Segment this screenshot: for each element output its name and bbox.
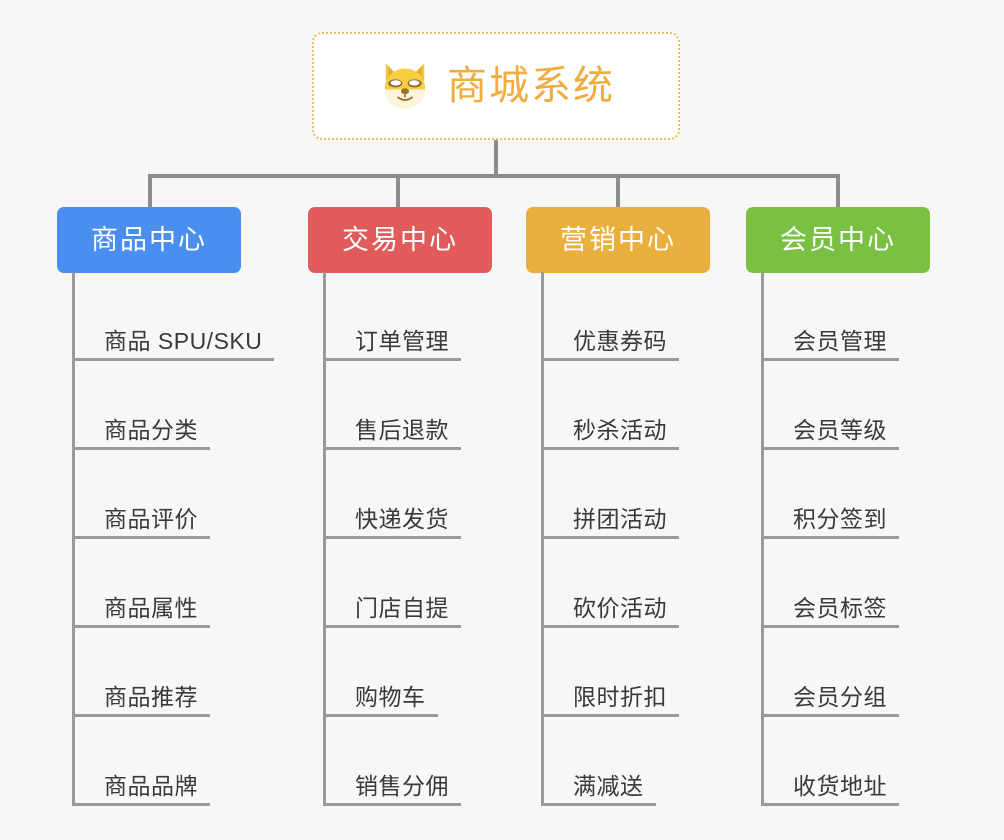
leaf-item[interactable]: 购物车 — [323, 628, 438, 717]
leaf-item-label: 会员分组 — [793, 683, 887, 710]
leaf-underline — [541, 625, 679, 628]
leaf-item-label: 满减送 — [573, 772, 644, 799]
leaf-item-label: 快递发货 — [355, 505, 449, 532]
leaf-item[interactable]: 积分签到 — [761, 450, 899, 539]
leaf-item[interactable]: 满减送 — [541, 717, 656, 806]
branch-header-1[interactable]: 商品中心 — [57, 207, 241, 273]
branch-header-label: 会员中心 — [780, 224, 896, 255]
leaf-underline — [323, 536, 461, 539]
leaf-item[interactable]: 商品评价 — [72, 450, 210, 539]
leaf-item[interactable]: 会员管理 — [761, 272, 899, 361]
leaf-item-label: 秒杀活动 — [573, 416, 667, 443]
leaf-item[interactable]: 限时折扣 — [541, 628, 679, 717]
leaf-underline — [541, 714, 679, 717]
leaf-item[interactable]: 销售分佣 — [323, 717, 461, 806]
leaf-item-label: 会员等级 — [793, 416, 887, 443]
shiba-dog-face-icon — [384, 63, 426, 109]
leaf-underline — [323, 625, 461, 628]
leaf-item-label: 售后退款 — [355, 416, 449, 443]
leaf-underline — [761, 803, 899, 806]
leaf-underline — [761, 536, 899, 539]
leaf-underline — [761, 447, 899, 450]
branch-header-2[interactable]: 交易中心 — [308, 207, 492, 273]
leaf-item[interactable]: 秒杀活动 — [541, 361, 679, 450]
leaf-item[interactable]: 商品 SPU/SKU — [72, 272, 275, 361]
leaf-underline — [72, 536, 210, 539]
leaf-item[interactable]: 优惠券码 — [541, 272, 679, 361]
branch-header-4[interactable]: 会员中心 — [746, 207, 930, 273]
leaf-item[interactable]: 订单管理 — [323, 272, 461, 361]
leaf-item-label: 会员标签 — [793, 594, 887, 621]
leaf-underline — [72, 714, 210, 717]
branch-header-label: 交易中心 — [342, 224, 458, 255]
leaf-item-label: 砍价活动 — [573, 594, 667, 621]
leaf-item-label: 积分签到 — [793, 505, 887, 532]
leaf-item-label: 商品属性 — [104, 594, 198, 621]
leaf-underline — [72, 358, 275, 361]
leaf-underline — [323, 358, 461, 361]
leaf-item[interactable]: 收货地址 — [761, 717, 899, 806]
leaf-underline — [761, 625, 899, 628]
leaf-item-label: 销售分佣 — [355, 772, 449, 799]
branch-stem — [541, 272, 544, 806]
leaf-underline — [541, 803, 656, 806]
leaf-item[interactable]: 商品分类 — [72, 361, 210, 450]
leaf-underline — [323, 447, 461, 450]
leaf-item[interactable]: 快递发货 — [323, 450, 461, 539]
connector-horizontal-bus — [150, 174, 838, 178]
leaf-item-label: 收货地址 — [793, 772, 887, 799]
leaf-item-label: 订单管理 — [355, 327, 449, 354]
branch-header-label: 营销中心 — [560, 224, 676, 255]
leaf-underline — [323, 803, 461, 806]
leaf-underline — [72, 803, 210, 806]
leaf-item[interactable]: 商品属性 — [72, 539, 210, 628]
leaf-item-label: 商品分类 — [104, 416, 198, 443]
branch-header-3[interactable]: 营销中心 — [526, 207, 710, 273]
leaf-item-label: 限时折扣 — [573, 683, 667, 710]
leaf-item-label: 商品评价 — [104, 505, 198, 532]
leaf-item-label: 会员管理 — [793, 327, 887, 354]
branch-stem — [761, 272, 764, 806]
leaf-item[interactable]: 会员标签 — [761, 539, 899, 628]
connector-drop-3 — [616, 174, 620, 208]
connector-root-stem — [494, 140, 498, 176]
leaf-item-label: 拼团活动 — [573, 505, 667, 532]
leaf-underline — [541, 447, 679, 450]
leaf-item-label: 购物车 — [355, 683, 426, 710]
leaf-underline — [761, 714, 899, 717]
leaf-item[interactable]: 会员分组 — [761, 628, 899, 717]
connector-drop-2 — [396, 174, 400, 208]
leaf-item-label: 商品品牌 — [104, 772, 198, 799]
leaf-item[interactable]: 砍价活动 — [541, 539, 679, 628]
leaf-underline — [323, 714, 438, 717]
leaf-item[interactable]: 商品品牌 — [72, 717, 210, 806]
leaf-item-label: 商品 SPU/SKU — [104, 327, 263, 354]
leaf-item[interactable]: 会员等级 — [761, 361, 899, 450]
root-title: 商城系统 — [447, 64, 615, 108]
leaf-underline — [72, 447, 210, 450]
leaf-underline — [541, 536, 679, 539]
connector-drop-4 — [836, 174, 840, 208]
branch-header-label: 商品中心 — [91, 224, 207, 255]
leaf-item[interactable]: 门店自提 — [323, 539, 461, 628]
leaf-item-label: 商品推荐 — [104, 683, 198, 710]
leaf-item-label: 优惠券码 — [573, 327, 667, 354]
leaf-underline — [541, 358, 679, 361]
leaf-underline — [72, 625, 210, 628]
leaf-underline — [761, 358, 899, 361]
root-node[interactable]: 商城系统 — [312, 32, 680, 140]
leaf-item[interactable]: 拼团活动 — [541, 450, 679, 539]
branch-stem — [323, 272, 326, 806]
leaf-item[interactable]: 商品推荐 — [72, 628, 210, 717]
leaf-item[interactable]: 售后退款 — [323, 361, 461, 450]
branch-stem — [72, 272, 75, 806]
connector-drop-1 — [148, 174, 152, 208]
leaf-item-label: 门店自提 — [355, 594, 449, 621]
